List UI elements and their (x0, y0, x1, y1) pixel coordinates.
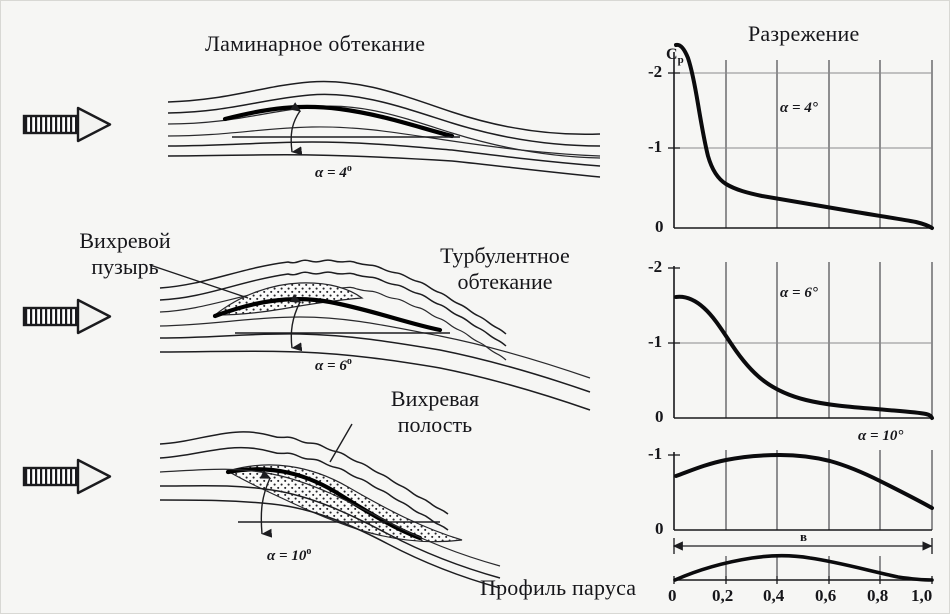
chord-dimension (672, 538, 933, 554)
chord-dimension-label: в (800, 529, 808, 544)
laminar-flow-title: Ламинарное обтекание (205, 31, 426, 56)
xtick-label-10: 1,0 (911, 586, 933, 605)
wind-arrow-icon (22, 298, 112, 335)
ytick-label-c1-minus1: -1 (648, 137, 663, 156)
degree-sign-icon: o (346, 162, 352, 174)
ytick-label-c2-zero: 0 (655, 407, 664, 426)
xtick-label-0: 0 (668, 586, 677, 605)
laminar-flow-diagram (167, 80, 601, 178)
ytick-label-c2-minus2: -2 (648, 257, 663, 276)
xtick-label-04: 0,4 (763, 586, 785, 605)
chart-alpha-10 (668, 450, 934, 531)
degree-sign-icon: o (306, 545, 312, 557)
angle-label-stalled: α = 10o (252, 529, 311, 581)
vortex-bubble-callout-line2: пузырь (91, 254, 159, 279)
degree-sign-icon: o (346, 355, 352, 367)
ytick-label-c1-minus2: -2 (648, 62, 663, 81)
ytick-label-c3-zero: 0 (655, 519, 664, 538)
wind-arrow-icon (22, 458, 112, 495)
xtick-label-08: 0,8 (867, 586, 889, 605)
chart-alpha-6 (668, 262, 934, 420)
vortex-cavity-callout-line1: Вихревая (390, 386, 480, 411)
turbulent-flow-diagram (149, 259, 591, 411)
chart-annotation-alpha-10: α = 10° (858, 428, 904, 444)
sail-profile-caption: Профиль паруса (480, 575, 637, 600)
ytick-label-c3-minus1: -1 (648, 444, 663, 463)
ytick-label-c1-zero: 0 (655, 217, 664, 236)
xtick-label-06: 0,6 (815, 586, 837, 605)
charts-title: Разрежение (748, 21, 860, 46)
angle-label-stalled-text: α = 10 (267, 547, 307, 564)
cp-axis-symbol-main: C (666, 45, 678, 63)
angle-label-laminar: α = 4o (300, 146, 352, 198)
turbulent-flow-title-line1: Турбулентное (440, 243, 570, 268)
ytick-label-c2-minus1: -1 (648, 332, 663, 351)
angle-label-laminar-text: α = 4 (315, 164, 347, 181)
wind-arrow-icon (22, 106, 112, 143)
chart-sail-profile (673, 553, 934, 584)
chart-annotation-alpha-4: α = 4° (780, 100, 818, 116)
angle-label-turbulent-text: α = 6 (315, 357, 347, 374)
stalled-flow-diagram (159, 423, 501, 589)
turbulent-flow-title-line2: обтекание (457, 269, 553, 294)
cp-axis-symbol-sub: p (677, 54, 684, 67)
cp-axis-symbol: Cp (650, 28, 684, 84)
vortex-bubble-callout-line1: Вихревой (79, 228, 171, 253)
chart-annotation-alpha-6: α = 6° (780, 285, 818, 301)
xtick-label-02: 0,2 (712, 586, 734, 605)
chart-alpha-4 (668, 42, 934, 230)
vortex-cavity-callout-line2: полость (397, 412, 473, 437)
angle-label-turbulent: α = 6o (300, 339, 352, 391)
